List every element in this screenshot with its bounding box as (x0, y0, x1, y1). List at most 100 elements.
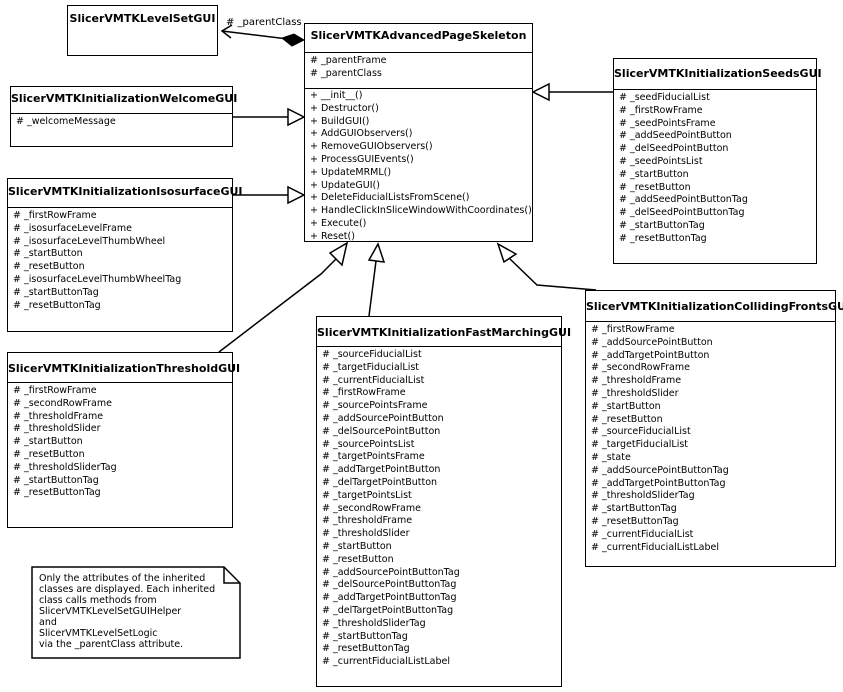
class-name: SlicerVMTKAdvancedPageSkeleton (310, 29, 527, 42)
method: + Execute() (310, 217, 367, 229)
attribute: # _thresholdFrame (322, 515, 413, 527)
method-section: + __init__() + Destructor() + BuildGUI()… (305, 88, 532, 244)
attribute: # _currentFiducialList (322, 374, 425, 386)
attribute: # _delSeedPointButtonTag (619, 207, 745, 219)
attribute: # _addSourcePointButton (591, 336, 713, 348)
attribute: # _thresholdSliderTag (13, 461, 117, 473)
attribute: # _addSeedPointButtonTag (619, 194, 748, 206)
method: + DeleteFiducialListsFromScene() (310, 192, 470, 204)
attribute: # _addSourcePointButtonTag (322, 566, 460, 578)
attribute: # _resetButton (591, 413, 663, 425)
attribute: # _sourceFiducialList (322, 349, 422, 360)
attribute: # _resetButton (13, 448, 85, 460)
attribute: # _addSeedPointButton (619, 130, 732, 142)
attribute: # _delTargetPointButton (322, 476, 438, 488)
attribute: # _startButtonTag (13, 474, 99, 486)
attribute: # _thresholdSliderTag (322, 617, 426, 629)
attribute: # _firstRowFrame (619, 104, 703, 116)
attribute-section: # _welcomeMessage (11, 113, 232, 129)
attribute: # _thresholdFrame (13, 410, 104, 422)
note-text: Only the attributes of the inherited cla… (39, 573, 216, 650)
inheritance-line-threshold (218, 258, 337, 353)
inheritance-line-fastmarching (368, 260, 377, 317)
attribute: # _sourcePointsList (322, 438, 415, 450)
attribute: # _delSourcePointButtonTag (322, 579, 457, 591)
class-name: SlicerVMTKInitializationFastMarchingGUI (317, 326, 572, 339)
attribute-section: # _sourceFiducialList # _targetFiducialL… (317, 346, 561, 669)
attribute: # _startButton (13, 248, 83, 260)
attribute-section: # _firstRowFrame # _addSourcePointButton… (586, 321, 835, 554)
class-initialization-colliding-fronts-gui: SlicerVMTKInitializationCollidingFrontsG… (585, 290, 843, 567)
attribute: # _secondRowFrame (591, 362, 690, 374)
attribute: # _firstRowFrame (13, 385, 97, 396)
attribute: # _thresholdSliderTag (591, 490, 695, 502)
composition-diamond (280, 33, 306, 47)
attribute: # _sourcePointsFrame (322, 400, 428, 412)
class-name: SlicerVMTKInitializationThresholdGUI (8, 362, 241, 375)
class-name: SlicerVMTKInitializationSeedsGUI (614, 67, 822, 80)
inheritance-arrowhead-fastmarching (367, 242, 386, 263)
inheritance-arrowhead-colliding (496, 242, 518, 264)
attribute: # _resetButtonTag (322, 643, 410, 655)
attribute: # _startButtonTag (13, 286, 99, 298)
class-name: SlicerVMTKLevelSetGUI (69, 12, 216, 25)
attribute: # _startButton (591, 400, 661, 412)
attribute: # _resetButtonTag (591, 515, 679, 527)
class-initialization-isosurface-gui: SlicerVMTKInitializationIsosurfaceGUI # … (7, 178, 243, 332)
attribute: # _resetButtonTag (619, 232, 707, 244)
method: + RemoveGUIObservers() (310, 141, 433, 153)
method: + AddGUIObservers() (310, 128, 413, 140)
attribute: # _resetButtonTag (13, 299, 101, 311)
attribute: # _currentFiducialListLabel (591, 541, 720, 553)
class-initialization-welcome-gui: SlicerVMTKInitializationWelcomeGUI # _we… (10, 86, 238, 147)
class-initialization-seeds-gui: SlicerVMTKInitializationSeedsGUI # _seed… (613, 58, 822, 264)
class-initialization-fast-marching-gui: SlicerVMTKInitializationFastMarchingGUI … (316, 316, 572, 687)
attribute: # _addTargetPointButton (591, 349, 710, 361)
attribute: # _firstRowFrame (13, 210, 97, 221)
attribute: # _resetButton (322, 553, 394, 565)
association-label: # _parentClass (226, 17, 302, 28)
attribute: # _isosurfaceLevelFrame (13, 222, 132, 234)
inheritance-arrowhead-welcome (287, 107, 306, 127)
method: + UpdateGUI() (310, 179, 380, 191)
attribute: # _delSourcePointButton (322, 425, 441, 437)
attribute-section: # _parentFrame # _parentClass (305, 52, 532, 88)
attribute: # _startButtonTag (619, 219, 705, 231)
class-levelset-gui: SlicerVMTKLevelSetGUI (67, 5, 218, 56)
attribute: # _seedFiducialList (619, 92, 710, 103)
attribute: # _secondRowFrame (13, 397, 112, 409)
attribute: # _seedPointsList (619, 155, 703, 167)
attribute: # _targetFiducialList (322, 361, 420, 373)
attribute: # _startButton (13, 436, 83, 448)
method: + UpdateMRML() (310, 166, 392, 178)
attribute: # _currentFiducialListLabel (322, 656, 451, 668)
association-arrowhead (220, 24, 233, 39)
attribute: # _addTargetPointButtonTag (591, 477, 726, 489)
attribute: # _currentFiducialList (591, 528, 694, 540)
class-initialization-threshold-gui: SlicerVMTKInitializationThresholdGUI # _… (7, 352, 241, 528)
attribute: # _startButton (619, 168, 689, 180)
attribute: # _startButtonTag (591, 503, 677, 515)
method: + BuildGUI() (310, 115, 370, 127)
method: + Destructor() (310, 102, 379, 114)
inheritance-line-colliding (509, 258, 597, 291)
attribute: # _targetFiducialList (591, 439, 689, 451)
attribute: # _delSeedPointButton (619, 143, 729, 155)
attribute: # _isosurfaceLevelThumbWheelTag (13, 273, 182, 285)
method: + Reset() (310, 230, 355, 242)
attribute: # _targetPointsList (322, 489, 412, 501)
inheritance-arrowhead-seeds (531, 82, 550, 102)
attribute: # _welcomeMessage (16, 116, 116, 127)
class-name: SlicerVMTKInitializationIsosurfaceGUI (8, 185, 243, 198)
attribute: # _firstRowFrame (322, 387, 406, 399)
attribute: # _resetButton (13, 261, 85, 273)
attribute: # _addTargetPointButton (322, 464, 441, 476)
inheritance-arrowhead-isosurface (287, 185, 306, 205)
attribute: # _parentFrame (310, 55, 387, 66)
attribute: # _startButton (322, 540, 392, 552)
class-name: SlicerVMTKInitializationWelcomeGUI (11, 92, 238, 105)
attribute: # _secondRowFrame (322, 502, 421, 514)
